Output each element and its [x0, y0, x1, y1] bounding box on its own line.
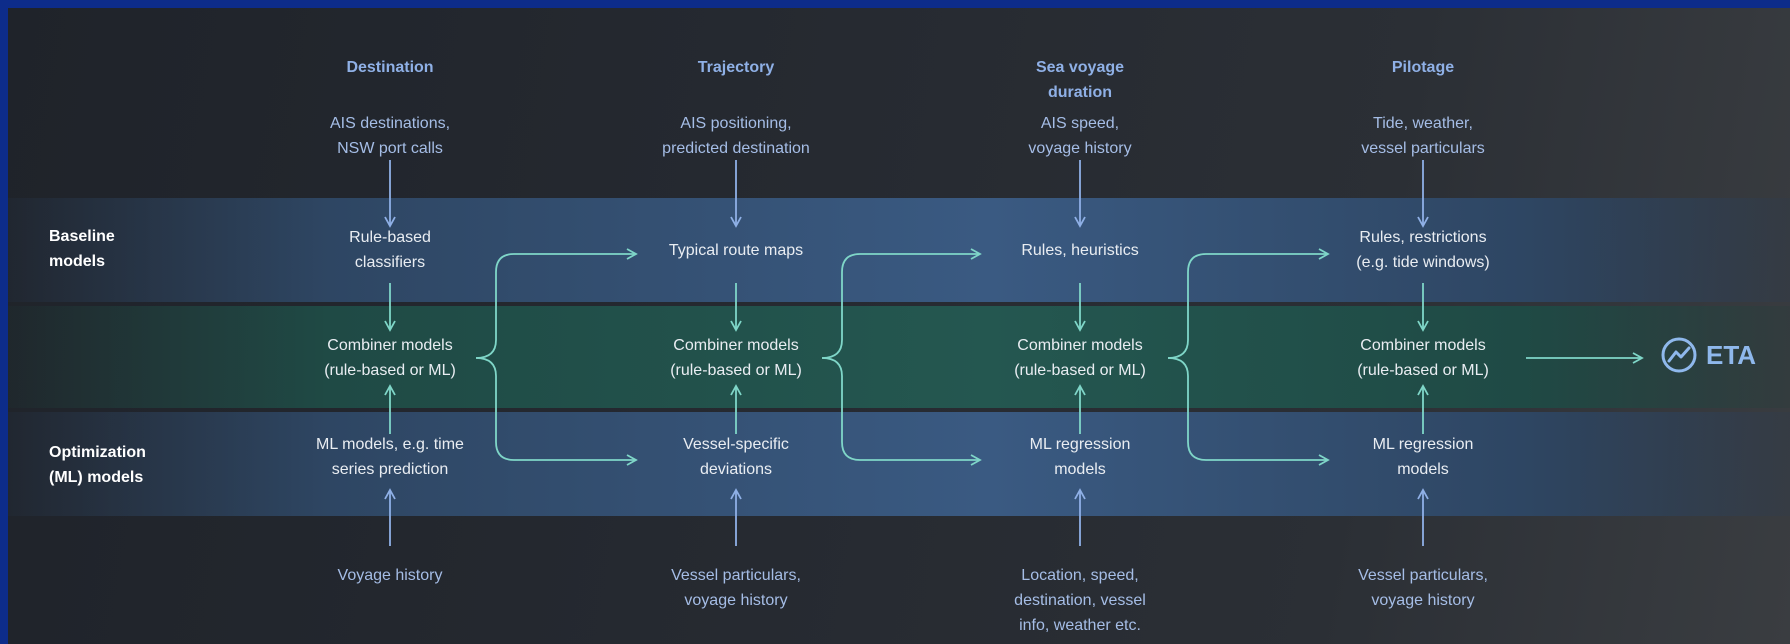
- input-sources-line: NSW port calls: [337, 140, 443, 157]
- brace-arrow-upper: [1167, 248, 1330, 359]
- column-heading-line: Trajectory: [697, 59, 775, 76]
- brace-arrow-upper: [821, 248, 982, 359]
- ml-input-sources-line: voyage history: [1371, 592, 1475, 609]
- ml-node-line: deviations: [699, 461, 773, 478]
- brace-arrow-lower: [821, 357, 982, 466]
- ml-node-line: series prediction: [331, 461, 449, 478]
- trajectory-baseline-node: Typical route maps: [669, 238, 803, 263]
- baseline-node-line: Typical route maps: [668, 241, 804, 259]
- brace-arrow-lower: [1167, 357, 1330, 466]
- destination-baseline-node: Rule-based classifiers: [349, 225, 431, 275]
- sea-voyage-duration-ml-node: ML regression models: [1030, 432, 1131, 482]
- eta-label: ETA: [1706, 339, 1757, 370]
- ml-node-line: ML regression: [1029, 436, 1131, 453]
- sea-voyage-duration-column-heading: Sea voyage duration: [1036, 55, 1124, 105]
- combiner-node-line: (rule-based or ML): [1357, 362, 1489, 379]
- row-label-line: Optimization: [49, 444, 146, 461]
- row-label-baseline: Baseline models: [49, 224, 115, 274]
- row-label-line: Baseline: [49, 228, 115, 245]
- sea-voyage-duration-ml-input-sources: Location, speed, destination, vessel info,…: [1014, 563, 1146, 638]
- pilotage-baseline-node: Rules, restrictions (e.g. tide windows): [1356, 225, 1489, 275]
- baseline-band: [8, 198, 1790, 302]
- ml-input-sources-line: info, weather etc.: [1019, 617, 1141, 634]
- input-sources-line: AIS positioning,: [680, 115, 792, 132]
- combiner-node-line: (rule-based or ML): [670, 362, 802, 379]
- brace-arrow-upper: [475, 248, 638, 359]
- row-label-line: models: [49, 253, 106, 270]
- baseline-node-line: Rule-based: [349, 229, 431, 246]
- pilotage-column-heading: Pilotage: [1392, 55, 1454, 80]
- ml-input-sources-line: voyage history: [684, 592, 788, 609]
- trajectory-combiner-node: Combiner models (rule-based or ML): [670, 333, 802, 383]
- destination-column-heading: Destination: [346, 55, 433, 80]
- combiner-node-line: (rule-based or ML): [324, 362, 456, 379]
- pilotage-combiner-node: Combiner models (rule-based or ML): [1357, 333, 1489, 383]
- combiner-node-line: Combiner models: [673, 337, 799, 354]
- row-label-line: (ML) models: [49, 469, 144, 486]
- ml-node-line: models: [1054, 461, 1106, 478]
- column-heading-line: Sea voyage: [1035, 59, 1125, 76]
- input-sources-line: predicted destination: [662, 140, 810, 157]
- eta-gauge-icon: [1661, 337, 1697, 373]
- ml-input-sources-line: Vessel particulars,: [1358, 567, 1488, 584]
- combiner-band: [8, 306, 1790, 408]
- column-heading-line: Destination: [346, 59, 434, 76]
- column-heading-line: duration: [1048, 84, 1112, 101]
- trajectory-ml-node: Vessel-specific deviations: [683, 432, 789, 482]
- ml-node-line: ML models, e.g. time: [316, 436, 464, 453]
- pilotage-ml-node: ML regression models: [1373, 432, 1474, 482]
- diagram-canvas: Baseline models Optimization (ML) models…: [8, 8, 1790, 644]
- sea-voyage-duration-input-sources: AIS speed, voyage history: [1028, 111, 1131, 161]
- ml-node-line: models: [1397, 461, 1449, 478]
- combiner-node-line: Combiner models: [1360, 337, 1486, 354]
- sea-voyage-duration-baseline-node: Rules, heuristics: [1021, 238, 1138, 263]
- input-sources-line: voyage history: [1028, 140, 1132, 157]
- baseline-node-line: (e.g. tide windows): [1356, 254, 1490, 271]
- column-heading-line: Pilotage: [1391, 59, 1455, 76]
- input-sources-line: AIS speed,: [1040, 115, 1120, 132]
- destination-ml-input-sources: Voyage history: [338, 563, 443, 588]
- trajectory-input-sources: AIS positioning, predicted destination: [662, 111, 810, 161]
- brace-arrow-lower: [475, 357, 638, 466]
- input-sources-line: Tide, weather,: [1373, 115, 1473, 132]
- ml-input-sources-line: Location, speed,: [1021, 567, 1139, 584]
- baseline-node-line: classifiers: [354, 254, 426, 271]
- ml-input-sources-line: Voyage history: [337, 567, 443, 584]
- baseline-node-line: Rules, restrictions: [1359, 229, 1487, 246]
- ml-band: [8, 412, 1790, 516]
- ml-input-sources-line: Vessel particulars,: [671, 567, 801, 584]
- arrows-layer: [384, 160, 1644, 546]
- pilotage-input-sources: Tide, weather, vessel particulars: [1361, 111, 1485, 161]
- combiner-node-line: Combiner models: [327, 337, 453, 354]
- combiner-node-line: Combiner models: [1017, 337, 1143, 354]
- combiner-node-line: (rule-based or ML): [1014, 362, 1146, 379]
- ml-node-line: Vessel-specific: [683, 436, 789, 453]
- ml-node-line: ML regression: [1372, 436, 1474, 453]
- row-label-ml: Optimization (ML) models: [49, 440, 146, 490]
- destination-ml-node: ML models, e.g. time series prediction: [316, 432, 464, 482]
- input-sources-line: vessel particulars: [1361, 140, 1485, 157]
- trajectory-ml-input-sources: Vessel particulars, voyage history: [671, 563, 801, 613]
- baseline-node-line: Rules, heuristics: [1021, 241, 1139, 259]
- eta-output: ETA: [1660, 336, 1756, 374]
- trajectory-column-heading: Trajectory: [698, 55, 774, 80]
- input-sources-line: AIS destinations,: [329, 115, 451, 132]
- destination-input-sources: AIS destinations, NSW port calls: [330, 111, 450, 161]
- destination-combiner-node: Combiner models (rule-based or ML): [324, 333, 456, 383]
- ml-input-sources-line: destination, vessel: [1014, 592, 1146, 609]
- pilotage-ml-input-sources: Vessel particulars, voyage history: [1358, 563, 1488, 613]
- sea-voyage-duration-combiner-node: Combiner models (rule-based or ML): [1014, 333, 1146, 383]
